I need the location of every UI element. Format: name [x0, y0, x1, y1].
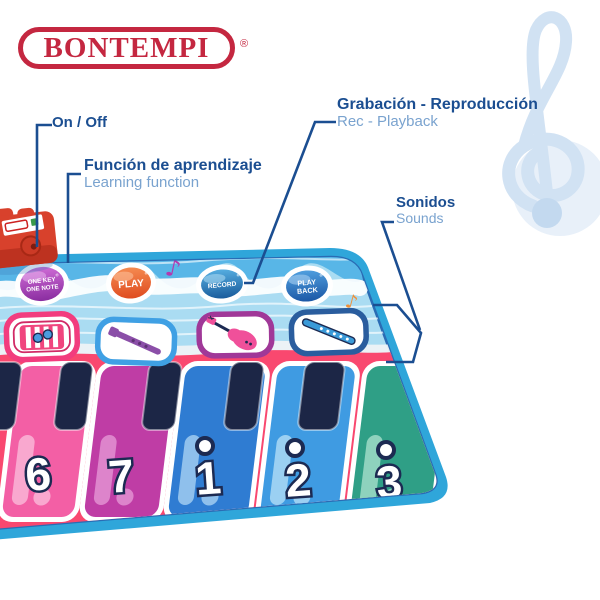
registered-mark: ®: [319, 273, 322, 278]
registered-mark: ®: [237, 272, 240, 277]
annotation-learning-en: Learning function: [84, 173, 200, 191]
pad-recorder: [94, 316, 178, 367]
sounds-leader-line: [380, 220, 422, 331]
sounds-bracket: [373, 303, 423, 364]
annotation-rec-playback-en: Rec - Playback: [337, 112, 438, 130]
recorder-icon: [108, 326, 161, 355]
annotation-learning-function: Función de aprendizaje Learning function: [84, 157, 262, 191]
guitar-icon: [206, 315, 257, 351]
eighth-note-icon: ♪: [163, 253, 184, 284]
learning-leader-line: [66, 172, 81, 263]
svg-text:PLAY: PLAY: [118, 278, 145, 291]
flute-icon: [301, 318, 356, 345]
eighth-note-icon: ♪: [343, 290, 360, 314]
rec-playback-leader-line: [244, 120, 336, 285]
svg-text:BACK: BACK: [297, 285, 319, 296]
registered-mark: ®: [145, 271, 148, 276]
leader-lines: [35, 120, 423, 364]
svg-text:ONE KEY: ONE KEY: [27, 276, 56, 286]
annotation-learning-es: Función de aprendizaje: [84, 157, 262, 174]
on-off-leader-line: [35, 123, 52, 247]
annotation-sounds-en: Sounds: [396, 209, 444, 226]
brand-logo-text: BONTEMPI: [43, 31, 210, 64]
xylophone-icon: [19, 324, 65, 351]
svg-text:RECORD: RECORD: [208, 281, 237, 290]
key-number-6: 6: [24, 447, 53, 501]
brand-logo: BONTEMPI: [18, 27, 235, 69]
annotation-on-off: On / Off: [52, 114, 107, 131]
piano-keys: 6 7 1 2 3: [0, 361, 437, 522]
svg-text:PLAY: PLAY: [297, 277, 316, 288]
annotation-sounds-es: Sonidos: [396, 194, 456, 211]
octave-dot-1: [195, 436, 215, 456]
octave-dot-3: [376, 440, 396, 460]
pad-xylophone: [3, 310, 81, 363]
svg-text:ONE NOTE: ONE NOTE: [26, 283, 59, 293]
annotation-rec-playback: Grabación - Reproducción Rec - Playback: [337, 96, 538, 130]
mat-buttons: ONE KEY ONE NOTE ® PLAY ®: [15, 262, 333, 307]
key-number-2: 2: [284, 453, 313, 507]
black-keys: [0, 361, 346, 431]
key-number-1: 1: [194, 451, 223, 505]
play-button: PLAY ®: [106, 262, 156, 304]
play-back-button: PLAY BACK ®: [281, 265, 333, 307]
instrument-pads: [3, 307, 369, 367]
record-button: RECORD ®: [196, 264, 248, 304]
one-key-one-note-button: ONE KEY ONE NOTE ®: [15, 262, 69, 306]
pad-guitar: [196, 310, 275, 359]
piano-play-mat: 6 7 1 2 3: [0, 207, 448, 540]
pad-flute: [288, 307, 369, 357]
key-number-7: 7: [107, 449, 136, 503]
registered-mark: ®: [240, 38, 249, 50]
treble-clef-icon: [502, 11, 600, 236]
annotation-sounds: Sonidos Sounds: [396, 195, 455, 226]
octave-dot-2: [285, 438, 305, 458]
annotation-rec-playback-es: Grabación - Reproducción: [337, 96, 538, 113]
control-knob: [20, 235, 42, 257]
registered-mark: ®: [55, 272, 59, 277]
